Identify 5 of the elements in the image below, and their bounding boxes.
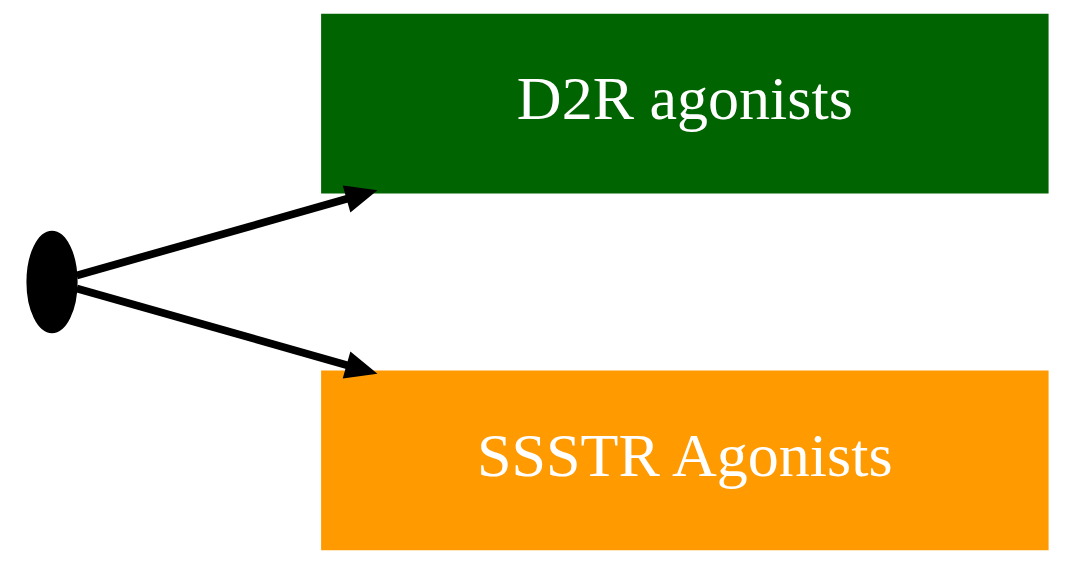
arrow — [75, 185, 377, 280]
node-box: D2R agonists — [320, 13, 1049, 194]
arrow — [75, 284, 377, 379]
node-ellipse — [25, 230, 78, 334]
node-box: SSSTR Agonists — [320, 370, 1049, 551]
